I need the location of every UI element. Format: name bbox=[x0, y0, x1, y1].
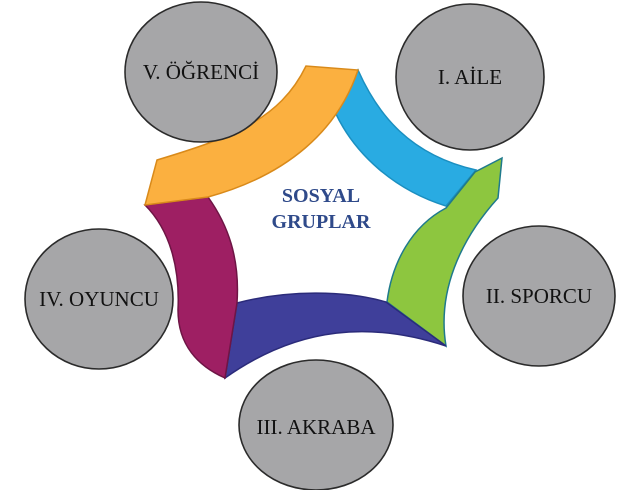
bubble-oyuncu-label: IV. OYUNCU bbox=[39, 287, 159, 311]
bubble-aile-shape bbox=[395, 3, 545, 151]
center-label: SOSYAL GRUPLAR bbox=[271, 185, 371, 234]
bubble-ogrenci-shape bbox=[124, 1, 278, 143]
bubble-oyuncu-shape bbox=[24, 228, 174, 370]
center-label-line2: GRUPLAR bbox=[272, 211, 371, 233]
cycle-arrows bbox=[143, 65, 503, 380]
bubble-sporcu-label: II. SPORCU bbox=[486, 284, 592, 308]
bubble-aile-label: I. AİLE bbox=[438, 65, 502, 89]
bubble-aile: I. AİLE bbox=[395, 3, 545, 151]
bubble-oyuncu: IV. OYUNCU bbox=[24, 228, 174, 370]
center-label-line1: SOSYAL bbox=[282, 185, 360, 207]
bubble-akraba-shape bbox=[238, 359, 394, 490]
bubble-akraba-label: III. AKRABA bbox=[257, 415, 377, 439]
bubble-sporcu: II. SPORCU bbox=[462, 225, 616, 367]
bubble-akraba: III. AKRABA bbox=[238, 359, 394, 490]
arrow-aile bbox=[334, 68, 478, 207]
bubble-ogrenci: V. ÖĞRENCİ bbox=[124, 1, 278, 143]
arrow-oyuncu bbox=[143, 196, 239, 380]
bubble-sporcu-shape bbox=[462, 225, 616, 367]
bubble-ogrenci-label: V. ÖĞRENCİ bbox=[143, 60, 259, 84]
